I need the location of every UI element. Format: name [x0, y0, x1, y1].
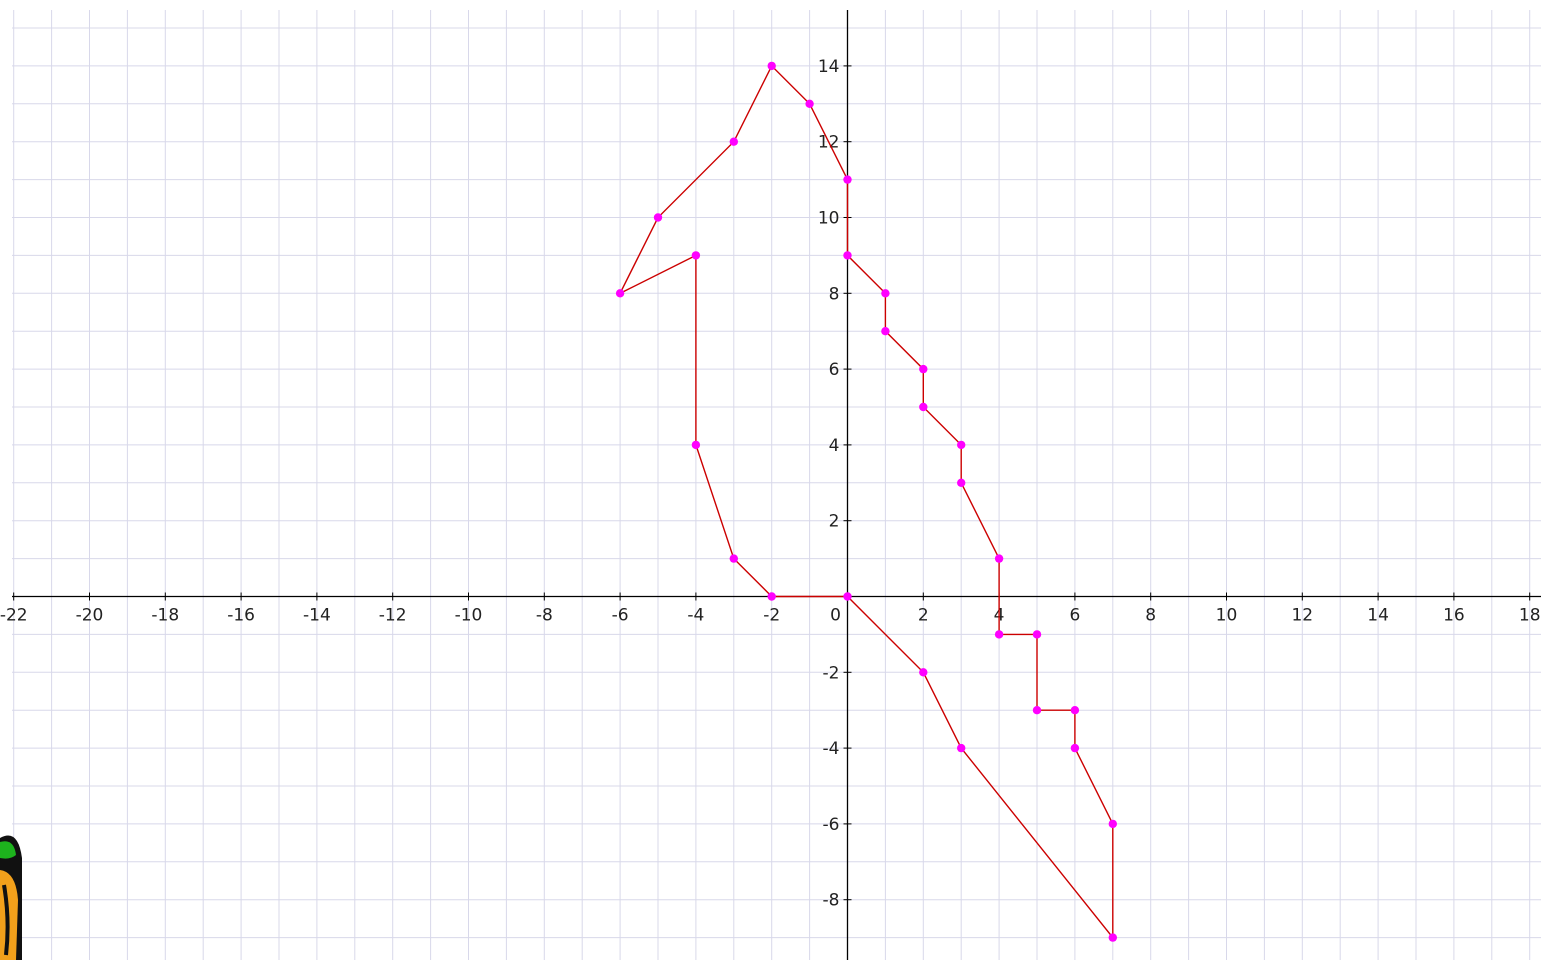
y-tick-label: 6: [829, 360, 840, 380]
x-tick-label: 8: [1145, 606, 1156, 626]
data-point: [1070, 743, 1080, 753]
data-point: [1070, 706, 1080, 715]
data-point: [957, 478, 966, 487]
x-tick-label: 0: [830, 606, 841, 626]
data-point: [767, 592, 776, 601]
x-tick-label: -14: [303, 606, 331, 626]
data-point: [1108, 819, 1118, 829]
data-point: [881, 327, 890, 336]
x-tick-label: -20: [76, 606, 104, 626]
y-tick-label: -4: [823, 739, 840, 759]
x-tick-label: -18: [151, 606, 179, 626]
data-point: [1108, 933, 1118, 942]
data-point: [881, 289, 890, 298]
data-point: [919, 364, 928, 374]
data-point: [843, 175, 852, 184]
data-point: [994, 554, 1004, 563]
x-tick-label: 16: [1443, 606, 1465, 626]
series-line: [618, 64, 1114, 940]
x-tick-label: -6: [612, 606, 629, 626]
data-point: [729, 137, 738, 146]
x-tick-label: 6: [1069, 606, 1080, 626]
x-tick-label: -10: [455, 606, 483, 626]
y-tick-label: 14: [818, 57, 840, 77]
y-tick-label: -2: [823, 663, 840, 683]
series: [615, 61, 1118, 942]
x-tick-label: -2: [763, 606, 780, 626]
data-point: [919, 668, 928, 677]
data-point: [957, 440, 966, 450]
y-tick-label: -6: [823, 815, 840, 835]
x-tick-label: -4: [687, 606, 704, 626]
y-tick-label: -8: [823, 891, 840, 911]
grid: [12, 10, 1541, 960]
data-point: [691, 440, 701, 450]
x-tick-label: 2: [918, 606, 929, 626]
cartoon-character-icon: [0, 835, 22, 960]
data-point: [729, 554, 738, 563]
x-tick-label: 18: [1519, 606, 1541, 626]
data-point: [994, 630, 1004, 639]
x-tick-label: 14: [1367, 606, 1389, 626]
x-tick-label: -22: [0, 606, 28, 626]
data-point: [957, 743, 966, 753]
data-point: [653, 213, 663, 222]
data-point: [691, 251, 701, 260]
x-tick-label: 10: [1216, 606, 1238, 626]
data-point: [805, 99, 814, 109]
y-tick-label: 4: [829, 436, 840, 456]
y-tick-label: 8: [829, 284, 840, 304]
x-tick-label: 12: [1291, 606, 1313, 626]
x-tick-label: -8: [536, 606, 553, 626]
data-point: [843, 251, 852, 260]
y-tick-label: 2: [829, 512, 840, 532]
data-point: [1032, 630, 1042, 639]
y-tick-label: 10: [818, 209, 840, 229]
x-tick-label: -12: [379, 606, 407, 626]
data-point: [919, 402, 928, 412]
data-point: [615, 289, 625, 298]
data-point: [767, 61, 776, 71]
data-point: [843, 592, 852, 601]
data-point: [1032, 706, 1042, 715]
x-tick-label: -16: [227, 606, 255, 626]
